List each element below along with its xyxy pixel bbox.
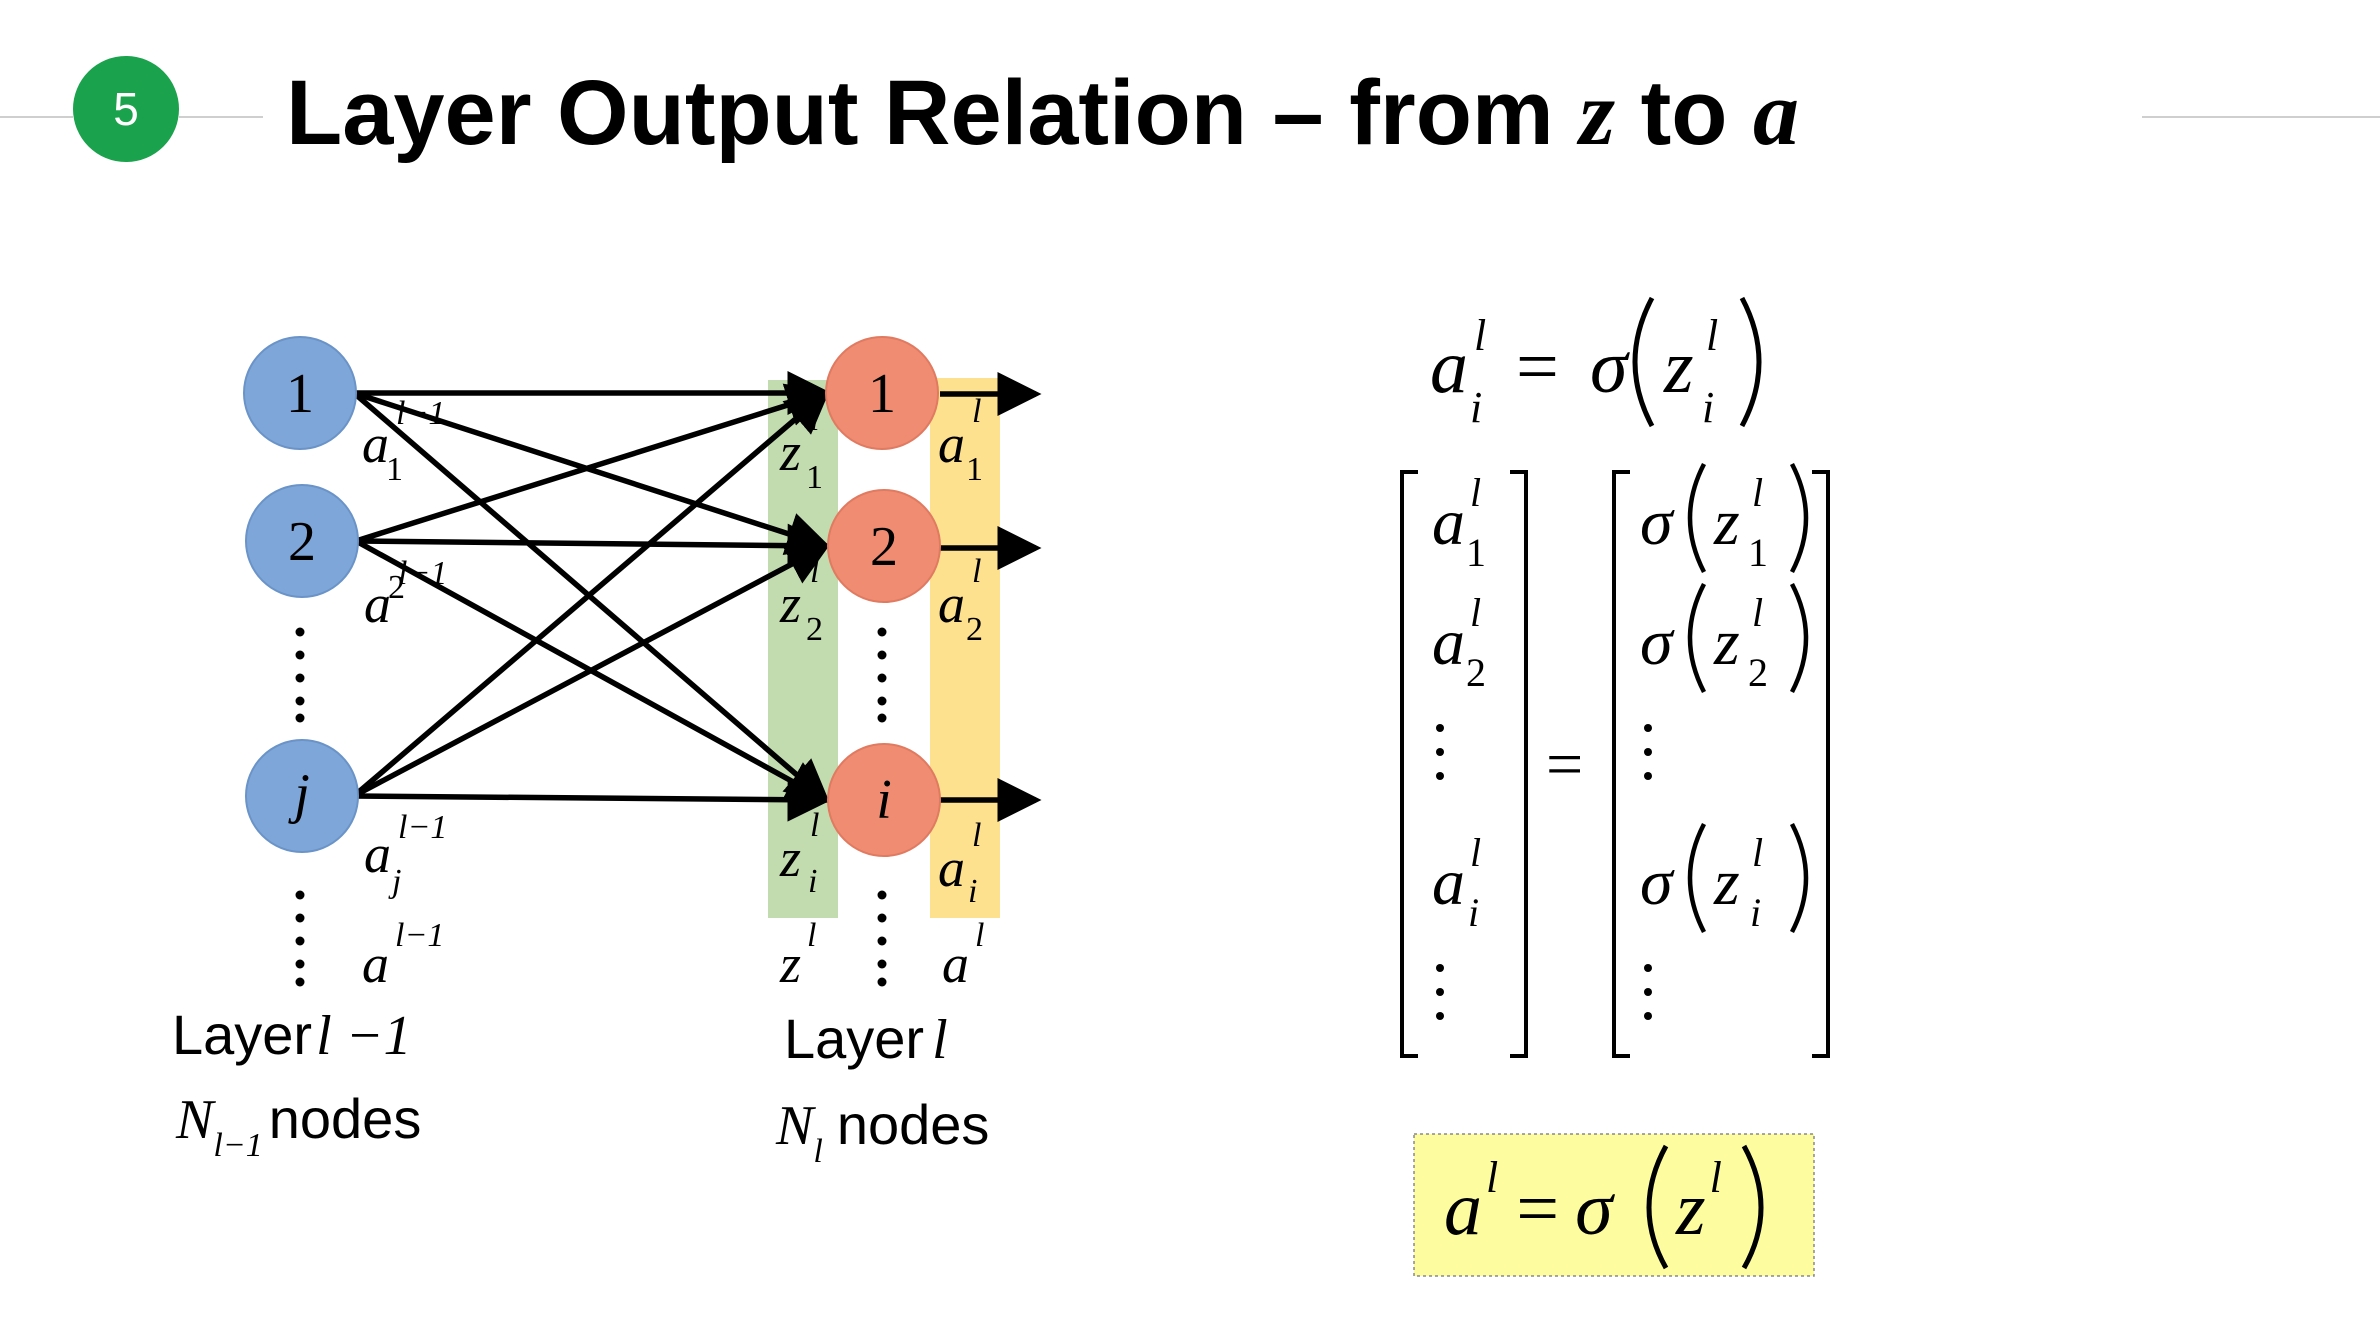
rhs-bracket-left — [1612, 470, 1630, 1058]
vertical-ellipsis-group — [295, 627, 887, 987]
prev-output-label-2: al−12 — [364, 555, 447, 634]
edge-j-2 — [352, 543, 831, 799]
cur-node-i — [827, 743, 941, 857]
title-var-a: a — [1753, 62, 1800, 164]
slide-title: Layer Output Relation – from z to a — [286, 58, 1799, 168]
a-output-band — [930, 378, 1000, 918]
compact-equation: al=σ — [1444, 1153, 1615, 1251]
z-input-band — [768, 380, 838, 918]
connection-lines — [352, 371, 1042, 822]
prev-node-1-label: 1 — [286, 363, 314, 425]
matrix-equals: = — [1546, 728, 1583, 801]
prev-ellipsis-lower — [295, 890, 305, 987]
lhs-ellipses — [1436, 724, 1444, 1020]
scalar-paren-left — [1632, 296, 1655, 428]
matrix-brackets — [1400, 470, 1830, 1058]
edge-2-2 — [355, 523, 832, 568]
slide-number-badge: 5 — [73, 56, 179, 162]
prev-node-j — [245, 739, 359, 853]
edge-j-i — [353, 777, 832, 822]
lhs-bracket-right — [1510, 470, 1528, 1058]
cur-node-2 — [827, 489, 941, 603]
header-rule-right — [2142, 116, 2380, 118]
cur-node-1 — [825, 336, 939, 450]
prev-layer-label: Layerl −1 — [172, 1003, 411, 1067]
rhs-parens — [1687, 462, 1809, 934]
scalar-paren-right — [1739, 296, 1762, 428]
slide-number: 5 — [113, 83, 139, 135]
prev-ellipsis-upper — [295, 627, 305, 723]
prev-node-j-label: j — [288, 763, 310, 825]
edge-j-1 — [352, 389, 831, 799]
lhs-bracket-left — [1400, 470, 1418, 1058]
rhs-bracket-right — [1812, 470, 1830, 1058]
compact-equation-arg: zl — [1675, 1153, 1722, 1251]
cur-node-i-label: i — [876, 769, 892, 831]
edge-2-1 — [355, 383, 832, 544]
prev-node-2 — [245, 484, 359, 598]
cur-node-2-label: 2 — [870, 516, 898, 578]
cur-ellipsis-upper — [877, 627, 887, 723]
title-var-z: z — [1579, 62, 1616, 164]
rhs-ellipses — [1644, 724, 1652, 1020]
title-mid: to — [1615, 62, 1754, 164]
header-rule-mid — [179, 116, 263, 118]
cur-node-1-label: 1 — [868, 363, 896, 425]
cur-ellipsis-lower — [877, 890, 887, 987]
prev-node-2-label: 2 — [288, 511, 316, 573]
title-text: Layer Output Relation – from — [286, 62, 1580, 164]
compact-parens — [1646, 1144, 1764, 1270]
prev-node-1 — [243, 336, 357, 450]
header-rule-left — [0, 116, 73, 118]
